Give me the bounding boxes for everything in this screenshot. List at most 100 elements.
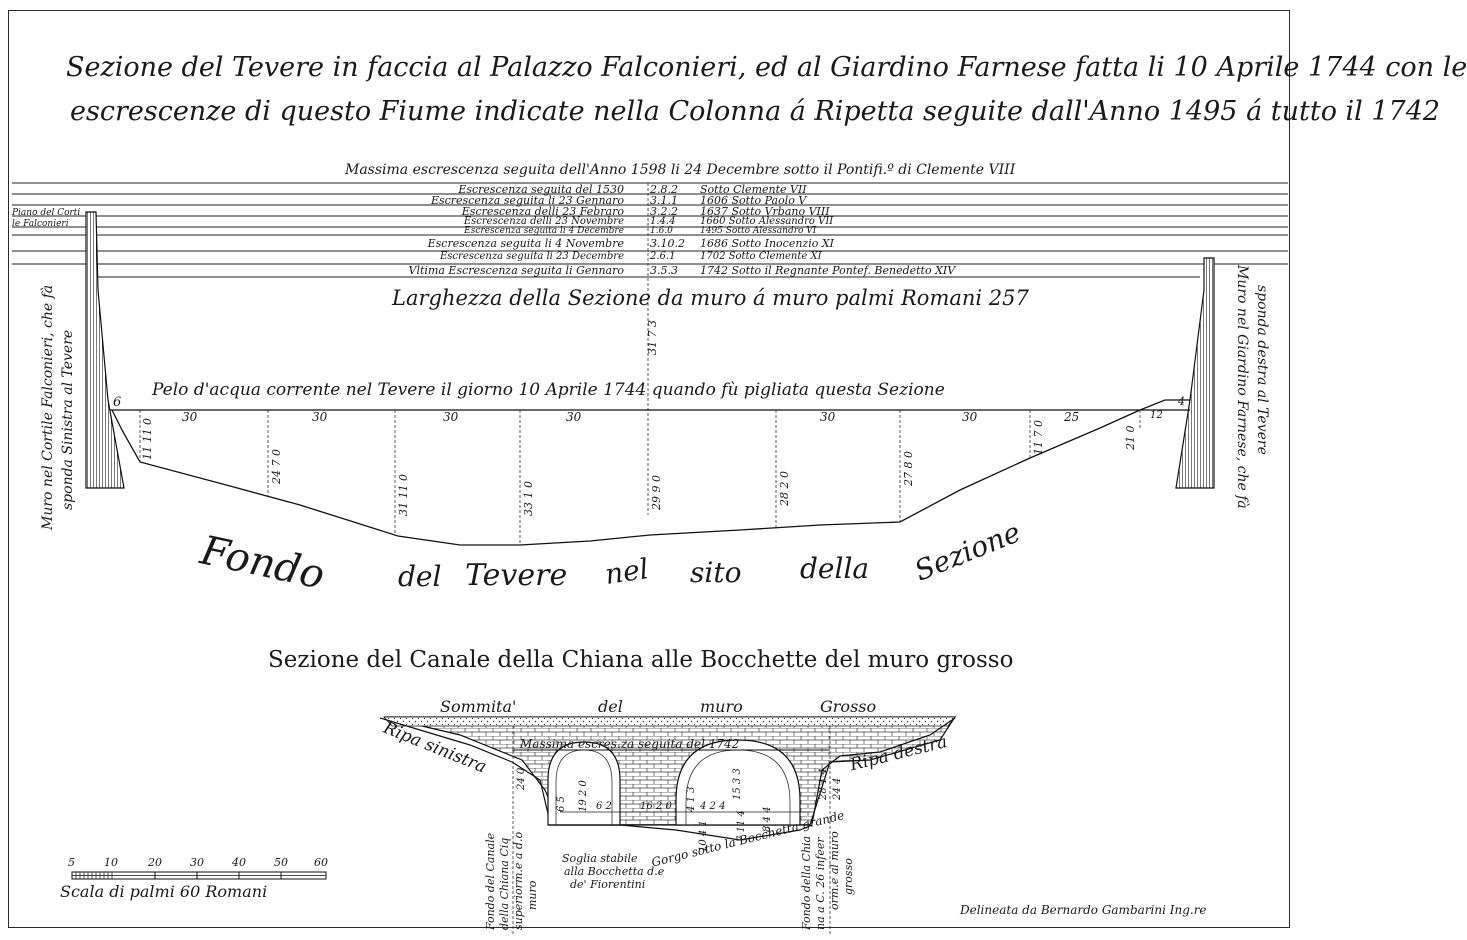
right-edge-mark: 4 bbox=[1178, 395, 1185, 408]
sommita-word-4: Grosso bbox=[820, 697, 877, 716]
fondo-canale-line-2: della Chiana Ciq bbox=[498, 837, 511, 930]
main-title-line-2: escrescenze di questo Fiume indicate nel… bbox=[70, 96, 1441, 127]
chiana-measure: 8 4 4 bbox=[762, 806, 773, 832]
depth-sounding: 24 7 0 bbox=[270, 449, 283, 484]
chiana-measure: 24 4 bbox=[832, 777, 843, 800]
width-segment: 25 bbox=[1064, 410, 1080, 424]
depth-sounding: 28 2 0 bbox=[778, 471, 791, 506]
large-arch bbox=[675, 739, 801, 826]
flood-label: Escrescenza delli 23 Febraro bbox=[461, 205, 624, 218]
piano-corti-line-1: Piano del Corti bbox=[12, 208, 81, 218]
fondo-word-4: nel bbox=[602, 552, 651, 591]
scale-tick: 20 bbox=[148, 856, 162, 869]
flood-row-1: Escrescenza seguita li 23 Gennaro 3.1.1 … bbox=[0, 194, 1300, 208]
fondo-chiana-line-2: na a C. 26 infeer bbox=[814, 837, 827, 930]
flood-reign: 1637 Sotto Vrbano VIII bbox=[700, 205, 830, 218]
section-drawing bbox=[12, 182, 1288, 935]
fondo-word-2: del bbox=[398, 560, 442, 593]
chiana-measure: 4 2 4 bbox=[700, 801, 726, 812]
riverbed-profile bbox=[111, 399, 1190, 546]
fondo-chiana-line-1: Fondo della Chia bbox=[800, 835, 813, 930]
fondo-word-5: sito bbox=[690, 556, 742, 589]
left-wall bbox=[85, 211, 125, 489]
chiana-measure: 19 2 0 bbox=[578, 780, 589, 812]
flood-label: Escrescenza seguita del 1530 bbox=[458, 183, 624, 196]
chiana-measure: 6 5 bbox=[556, 796, 567, 812]
flood-measure: 3.2.2 bbox=[650, 205, 678, 218]
fondo-canale-line-3: superiorm.e a d.o bbox=[512, 831, 525, 930]
chiana-measure: 28 1 4 bbox=[818, 768, 829, 800]
soglia-line-1: Soglia stabile bbox=[562, 852, 638, 865]
left-bank bbox=[379, 717, 551, 823]
width-segment: 30 bbox=[962, 410, 978, 424]
flood-reign: 1606 Sotto Paolo V bbox=[700, 194, 807, 207]
chiana-measure: 15 3 3 bbox=[732, 768, 743, 800]
flood-label: Escrescenza seguita li 4 Decembre bbox=[464, 226, 624, 236]
depth-sounding: 33 1 0 bbox=[522, 481, 535, 516]
fondo-chiana-line-3: orm.e al muro bbox=[828, 831, 841, 910]
right-wall bbox=[1175, 257, 1215, 489]
water-level-label: Pelo d'acqua corrente nel Tevere il gior… bbox=[152, 380, 945, 400]
soglia-line-2: alla Bocchetta d.e bbox=[564, 865, 665, 878]
scale-tick: 50 bbox=[274, 856, 288, 869]
sommita-word-1: Sommita' bbox=[440, 697, 517, 716]
flood-label: Vltima Escrescenza seguita li Gennaro bbox=[408, 264, 624, 277]
chiana-measure: 24 0 bbox=[516, 767, 527, 790]
width-segment: 30 bbox=[566, 410, 582, 424]
credit-line: Delineata da Bernardo Gambarini Ing.re bbox=[960, 903, 1207, 917]
fondo-canale-line-4: muro bbox=[526, 880, 539, 910]
sommita-word-2: del bbox=[598, 697, 623, 716]
depth-sounding: 11 7 0 bbox=[1032, 420, 1045, 455]
chiana-measure: 6 2 bbox=[596, 801, 612, 812]
scale-tick: 10 bbox=[104, 856, 118, 869]
left-wall-label-line-2: sponda Sinistra al Tevere bbox=[60, 329, 76, 510]
flood-label: Escrescenza seguita li 23 Decembre bbox=[440, 251, 624, 262]
central-height-label: 31 7 3 bbox=[646, 320, 659, 355]
border-frame bbox=[8, 10, 1290, 928]
scale-bar bbox=[71, 871, 327, 880]
flood-label: Escrescenza seguita li 4 Novembre bbox=[427, 237, 624, 250]
section-width-label: Larghezza della Sezione da muro á muro p… bbox=[392, 286, 1029, 310]
engraving-sheet: Sezione del Tevere in faccia al Palazzo … bbox=[0, 10, 1467, 935]
small-arch bbox=[547, 741, 621, 826]
chiana-title: Sezione del Canale della Chiana alle Boc… bbox=[268, 647, 1014, 673]
flood-row-2: Escrescenza delli 23 Febraro 3.2.2 1637 … bbox=[0, 205, 1300, 219]
width-segment: 30 bbox=[820, 410, 836, 424]
piano-corti-line-2: le Falconieri bbox=[12, 219, 69, 229]
flood-reign: 1686 Sotto Inocenzio XI bbox=[700, 237, 835, 250]
width-segment: 12 bbox=[1150, 410, 1163, 421]
fondo-canale-line-1: Fondo del Canale bbox=[484, 832, 497, 930]
flood-row-5: Escrescenza seguita li 4 Novembre 3.10.2… bbox=[0, 237, 1300, 251]
flood-row-0: Escrescenza seguita del 1530 2.8.2 Sotto… bbox=[0, 183, 1300, 197]
scale-tick: 60 bbox=[314, 856, 328, 869]
flood-reign: Sotto Clemente VII bbox=[700, 183, 807, 196]
chiana-masonry bbox=[383, 716, 957, 826]
flood-reign: 1702 Sotto Clemente XI bbox=[700, 251, 822, 262]
flood-level-lines bbox=[12, 182, 1288, 278]
chiana-measure: 7 11 4 bbox=[736, 810, 747, 842]
flood-label: Escrescenza seguita li 23 Gennaro bbox=[430, 194, 624, 207]
chiana-measure: 10 4 1 bbox=[698, 820, 709, 852]
flood-reign: 1742 Sotto il Regnante Pontef. Benedetto… bbox=[700, 264, 956, 277]
scale-label: Scala di palmi 60 Romani bbox=[60, 882, 268, 901]
flood-measure: 2.6.1 bbox=[650, 251, 676, 262]
flood-row-4: Escrescenza seguita li 4 Decembre 1.6.0 … bbox=[0, 226, 1300, 238]
scale-tick: 30 bbox=[190, 856, 204, 869]
depth-sounding: 29 9 0 bbox=[650, 475, 663, 510]
width-segment: 30 bbox=[182, 410, 198, 424]
scale-tick: 40 bbox=[232, 856, 246, 869]
flood-measure: 3.5.3 bbox=[650, 264, 678, 277]
flood-measure: 3.1.1 bbox=[650, 194, 678, 207]
soglia-line-3: de' Fiorentini bbox=[570, 878, 646, 891]
flood-measure: 3.10.2 bbox=[650, 237, 685, 250]
left-wall-label-line-1: Muro nel Cortile Falconieri, che fà bbox=[40, 284, 56, 530]
fondo-word-6: della bbox=[800, 552, 870, 585]
width-segment: 30 bbox=[312, 410, 328, 424]
flood-measure: 1.4.4 bbox=[650, 216, 676, 227]
depth-sounding: 27 8 0 bbox=[902, 451, 915, 486]
depth-sounding-lines bbox=[139, 410, 1141, 545]
sommita-word-3: muro bbox=[700, 697, 743, 716]
chiana-top-band bbox=[383, 716, 956, 727]
main-title-line-1: Sezione del Tevere in faccia al Palazzo … bbox=[66, 52, 1467, 83]
depth-sounding: 31 11 0 bbox=[397, 474, 410, 516]
